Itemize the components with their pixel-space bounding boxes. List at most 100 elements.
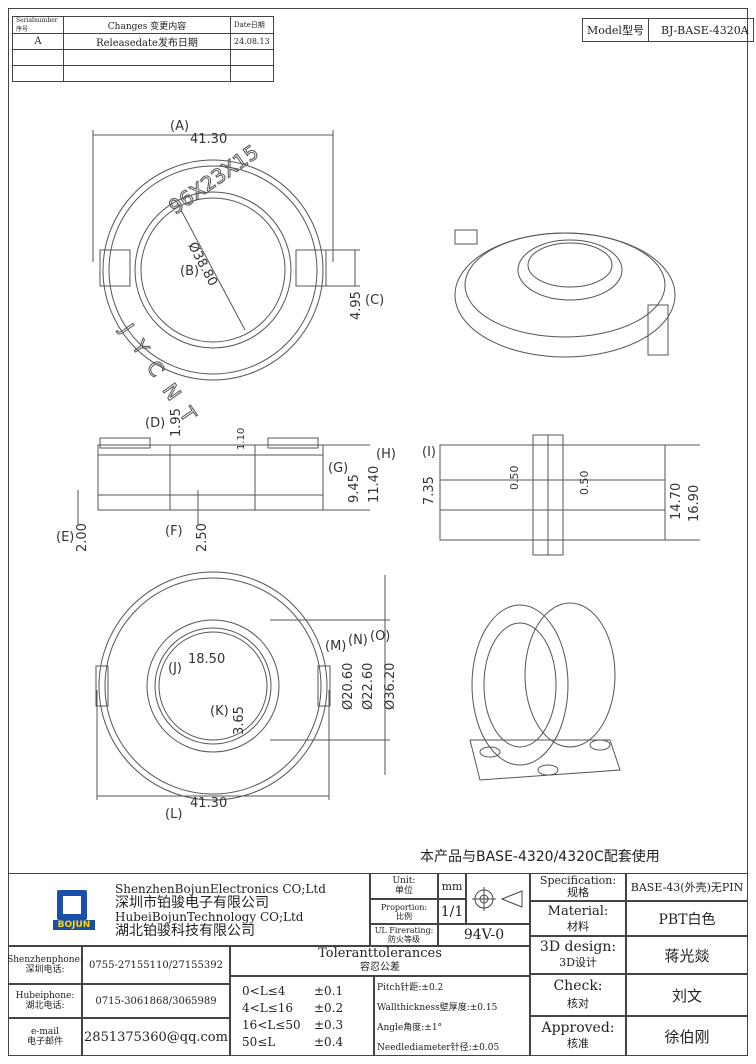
- tol-title: Toleranttolerances: [318, 946, 442, 961]
- approved-value: 徐伯刚: [626, 1016, 748, 1056]
- hb-phone-label-cell: Hubeiphone: 湖北电话:: [8, 984, 82, 1018]
- dim-d-value: 1.95: [169, 408, 184, 437]
- hb-phone-label: Hubeiphone:: [15, 991, 75, 1001]
- angle-tol: Angle角度:±1°: [377, 1022, 443, 1033]
- dim-0-50a: 0.50: [508, 466, 521, 491]
- top-view: [92, 130, 360, 381]
- model-label: Model型号: [587, 24, 644, 37]
- wall-tol: Wallthickness壁厚度:±0.15: [377, 1002, 498, 1013]
- dim-n-value: Ø22.60: [361, 663, 376, 710]
- side-view-left: [77, 437, 370, 525]
- material-label: Material:: [547, 903, 609, 919]
- dim-1-10: 1.10: [236, 428, 247, 450]
- material-label-cell: Material: 材料: [530, 901, 626, 936]
- dim-g-value: 9.45: [347, 474, 362, 503]
- dim-a-label: (A): [170, 119, 189, 134]
- design-label-cell: 3D design: 3D设计: [530, 936, 626, 974]
- email: 2851375360@qq.com: [82, 1018, 230, 1056]
- unit-value: mm: [438, 873, 466, 899]
- tol-notes: Pitch针距:±0.2 Wallthickness壁厚度:±0.15 Angl…: [374, 976, 530, 1056]
- dim-16-90: 16.90: [687, 485, 702, 522]
- material-label-cn: 材料: [567, 919, 589, 933]
- sz-phone-label-cn: 深圳电话:: [25, 965, 65, 975]
- proportion-label-cell: Proportion: 比例: [370, 899, 438, 924]
- check-label: Check:: [553, 978, 603, 994]
- tol-value: ±0.2: [314, 1000, 344, 1015]
- email-label-cell: e-mail 电子邮件: [8, 1018, 82, 1056]
- dim-e-value: 2.00: [75, 523, 90, 552]
- dim-o-value: Ø36.20: [383, 663, 398, 710]
- model-box: Model型号 BJ-BASE-4320A: [582, 18, 754, 42]
- spec-label-cell: Specification: 规格: [530, 873, 626, 901]
- proportion-label: Proportion:: [380, 902, 428, 912]
- dim-f-value: 2.50: [195, 523, 210, 552]
- email-label: e-mail: [30, 1027, 60, 1037]
- design-label: 3D design:: [539, 939, 617, 955]
- dim-j-value: 18.50: [188, 652, 225, 667]
- bojun-logo: BOJUN: [49, 886, 99, 934]
- sz-phone-label: Shenzhenphone:: [7, 955, 83, 965]
- company-en1: ShenzhenBojunElectronics CO;Ltd: [115, 881, 326, 896]
- usage-note: 本产品与BASE-4320/4320C配套使用: [420, 849, 660, 865]
- design-label-cn: 3D设计: [559, 956, 597, 969]
- model-value: BJ-BASE-4320A: [660, 23, 749, 37]
- tol-value: ±0.3: [314, 1017, 344, 1032]
- dim-o-label: (O): [370, 629, 390, 644]
- iso-view-bottom: [469, 602, 621, 781]
- check-label-cell: Check: 核对: [530, 974, 626, 1016]
- side-view-right: [439, 434, 700, 556]
- check-label-cn: 核对: [567, 997, 589, 1010]
- company-en2: HubeiBojunTechnology CO;Ltd: [115, 909, 304, 924]
- approved-label: Approved:: [541, 1020, 615, 1036]
- tol-range: 0<L≤4: [242, 983, 286, 998]
- table-row: [12, 65, 274, 82]
- company-cn2: 湖北铂骏科技有限公司: [115, 922, 255, 939]
- dim-i-label: (I): [422, 445, 436, 460]
- material-value: PBT白色: [626, 901, 748, 936]
- dim-0-50b: 0.50: [578, 471, 591, 496]
- dim-k-label: (K): [210, 704, 229, 719]
- dim-i-value: 7.35: [422, 476, 437, 505]
- dim-f-label: (F): [165, 524, 183, 539]
- tol-title-cn: 容忍公差: [360, 962, 400, 973]
- tol-value: ±0.4: [314, 1034, 344, 1049]
- dim-g-label: (G): [328, 461, 348, 476]
- dim-d-label: (D): [145, 416, 165, 431]
- tol-range: 4<L≤16: [242, 1000, 293, 1015]
- unit-label-cell: Unit: 单位: [370, 873, 438, 899]
- projection-symbol-cell: [466, 873, 530, 924]
- unit-label: Unit:: [392, 876, 416, 886]
- sz-phone-label-cell: Shenzhenphone: 深圳电话:: [7, 946, 83, 984]
- proportion-label-cn: 比例: [396, 911, 412, 921]
- pitch-tol: Pitch针距:±0.2: [377, 982, 444, 993]
- tol-title-cell: Toleranttolerances 容忍公差: [230, 946, 530, 976]
- dim-c-label: (C): [365, 293, 384, 308]
- table-row: Serialnumber序号 Changes 变更内容 Date日期: [12, 16, 274, 34]
- ul-value: 94V-0: [438, 924, 530, 946]
- dim-b-label: (B): [180, 264, 199, 279]
- spec-label-cn: 规格: [567, 886, 589, 899]
- email-label-cn: 电子邮件: [26, 1037, 63, 1047]
- sz-phone: 0755-27155110/27155392: [82, 946, 230, 984]
- spec-value: BASE-43(外壳)无PIN: [626, 873, 748, 901]
- tol-range: 16<L≤50: [242, 1017, 301, 1032]
- table-row: [12, 49, 274, 66]
- tol-range: 50≤L: [242, 1034, 276, 1049]
- dim-m-value: Ø20.60: [341, 663, 356, 710]
- approved-label-cn: 核准: [567, 1037, 589, 1050]
- spec-label: Specification:: [539, 874, 617, 887]
- dim-l-label: (L): [165, 807, 182, 822]
- company-cn1: 深圳市铂骏电子有限公司: [115, 894, 269, 911]
- company-cell: BOJUN ShenzhenBojunElectronics CO;Ltd 深圳…: [8, 873, 370, 946]
- revision-table: Serialnumber序号 Changes 变更内容 Date日期 A Rel…: [12, 16, 274, 82]
- projection-icon: [472, 886, 523, 911]
- logo-text: BOJUN: [53, 919, 95, 930]
- ul-label-cell: UL Firerating: 防火等级: [370, 924, 438, 946]
- proportion-value: 1/1: [438, 899, 466, 924]
- hb-phone-label-cn: 湖北电话:: [25, 1001, 65, 1011]
- needle-tol: Needlediameter针径:±0.05: [377, 1042, 500, 1053]
- dim-n-label: (N): [348, 633, 368, 648]
- tol-value: ±0.1: [314, 983, 344, 998]
- dim-c-value: 4.95: [349, 291, 364, 320]
